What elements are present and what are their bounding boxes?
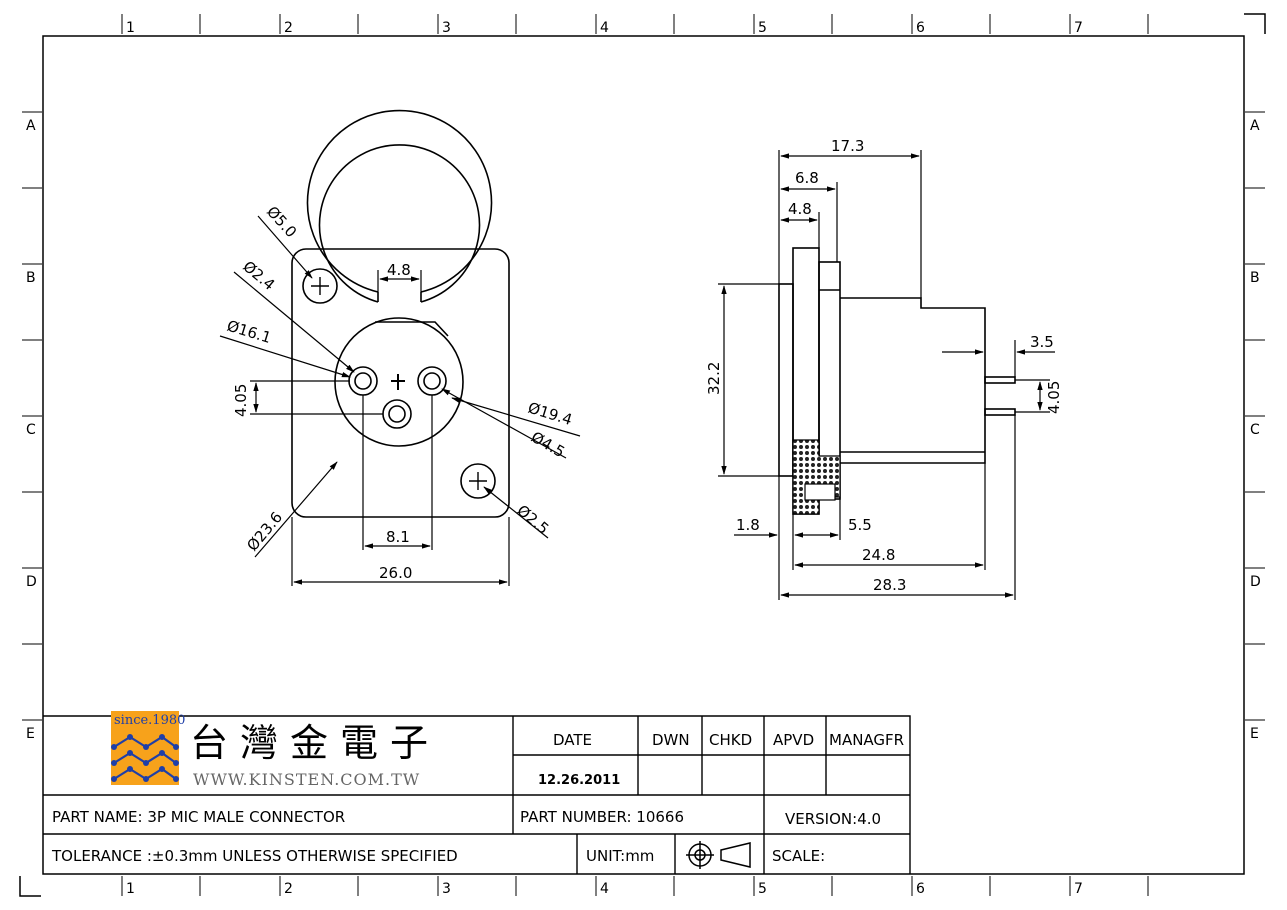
grid-col-top: 4 <box>600 20 609 36</box>
inner-ring <box>318 144 481 303</box>
part-number: PART NUMBER: 10666 <box>520 808 684 826</box>
grid-col-bottom: 2 <box>284 881 293 897</box>
grid-col-top: 2 <box>284 20 293 36</box>
grid-row-right: B <box>1250 270 1260 286</box>
dim-d24: Ø2.4 <box>239 257 278 294</box>
grid-col-bottom: 6 <box>916 881 925 897</box>
grid-col-top: 1 <box>126 20 135 36</box>
side-dimension-lines <box>718 150 1055 600</box>
company-logo: since.1980 台灣金電子 WWW.KINSTEN.COM.TW <box>111 711 440 789</box>
dim-d194: Ø19.4 <box>526 399 575 429</box>
unit: UNIT:mm <box>586 847 654 865</box>
side-hatch <box>792 439 841 515</box>
front-flange <box>291 248 510 518</box>
grid-col-top: 5 <box>758 20 767 36</box>
chkd-label: CHKD <box>709 731 752 749</box>
dim-w81: 8.1 <box>386 528 410 546</box>
date-value: 12.26.2011 <box>538 773 620 788</box>
grid-row-left: A <box>26 118 36 134</box>
grid-row-left: C <box>26 422 36 438</box>
part-name: PART NAME: 3P MIC MALE CONNECTOR <box>52 808 345 826</box>
dim-w173: 17.3 <box>831 137 864 155</box>
grid-row-right: D <box>1250 574 1261 590</box>
grid-row-right: A <box>1250 118 1260 134</box>
logo-badge: since.1980 <box>114 713 185 728</box>
grid-col-bottom: 1 <box>126 881 135 897</box>
side-view <box>778 247 1016 515</box>
version: VERSION:4.0 <box>785 810 881 828</box>
front-dimension-lines <box>219 215 581 586</box>
grid-row-left: B <box>26 270 36 286</box>
grid-col-bottom: 3 <box>442 881 451 897</box>
drawing-frame <box>19 13 1266 897</box>
dim-d25: Ø2.5 <box>513 501 552 538</box>
outer-ring <box>306 109 493 293</box>
grid-labels: 1 2 3 4 5 6 7 1 2 3 4 5 6 7 A B C D E A … <box>26 20 1261 897</box>
tolerance: TOLERANCE :±0.3mm UNLESS OTHERWISE SPECI… <box>51 847 458 865</box>
front-view <box>291 109 510 518</box>
grid-col-bottom: 4 <box>600 881 609 897</box>
dim-w55: 5.5 <box>848 516 872 534</box>
grid-col-top: 7 <box>1074 20 1083 36</box>
dim-w18: 1.8 <box>736 516 760 534</box>
title-block <box>43 715 911 874</box>
dim-h405: 4.05 <box>232 384 250 417</box>
dim-w68: 6.8 <box>795 169 819 187</box>
dim-w48: 4.8 <box>387 261 411 279</box>
title-block-text: DATE 12.26.2011 DWN CHKD APVD MANAGFR PA… <box>51 731 904 865</box>
apvd-label: APVD <box>773 731 814 749</box>
dim-w248: 24.8 <box>862 546 895 564</box>
managfr-label: MANAGFR <box>829 731 904 749</box>
dim-d236: Ø23.6 <box>243 508 286 554</box>
grid-col-top: 6 <box>916 20 925 36</box>
dim-w260: 26.0 <box>379 564 412 582</box>
scale: SCALE: <box>772 847 825 865</box>
grid-col-bottom: 7 <box>1074 881 1083 897</box>
date-label: DATE <box>553 731 592 749</box>
dim-w48-side: 4.8 <box>788 200 812 218</box>
grid-col-top: 3 <box>442 20 451 36</box>
dim-w283: 28.3 <box>873 576 906 594</box>
side-dimension-labels: 17.3 6.8 4.8 32.2 3.5 4.05 1.8 5.5 24.8 … <box>705 137 1063 594</box>
company-name-cn: 台灣金電子 <box>190 721 440 765</box>
grid-col-bottom: 5 <box>758 881 767 897</box>
dwn-label: DWN <box>652 731 690 749</box>
grid-row-left: E <box>26 726 35 742</box>
dim-h405-side: 4.05 <box>1045 381 1063 414</box>
company-url: WWW.KINSTEN.COM.TW <box>193 770 420 789</box>
grid-row-right: C <box>1250 422 1260 438</box>
dim-d50: Ø5.0 <box>263 203 300 242</box>
insert-circle <box>334 317 464 447</box>
dim-d161: Ø16.1 <box>225 317 274 347</box>
projection-symbol-icon <box>686 841 751 869</box>
grid-row-left: D <box>26 574 37 590</box>
dim-h322: 32.2 <box>705 362 723 395</box>
dim-w35: 3.5 <box>1030 333 1054 351</box>
grid-row-right: E <box>1250 726 1259 742</box>
front-dimension-labels: Ø5.0 Ø2.4 Ø16.1 4.8 4.05 Ø19.4 Ø4.5 Ø23.… <box>225 203 575 582</box>
